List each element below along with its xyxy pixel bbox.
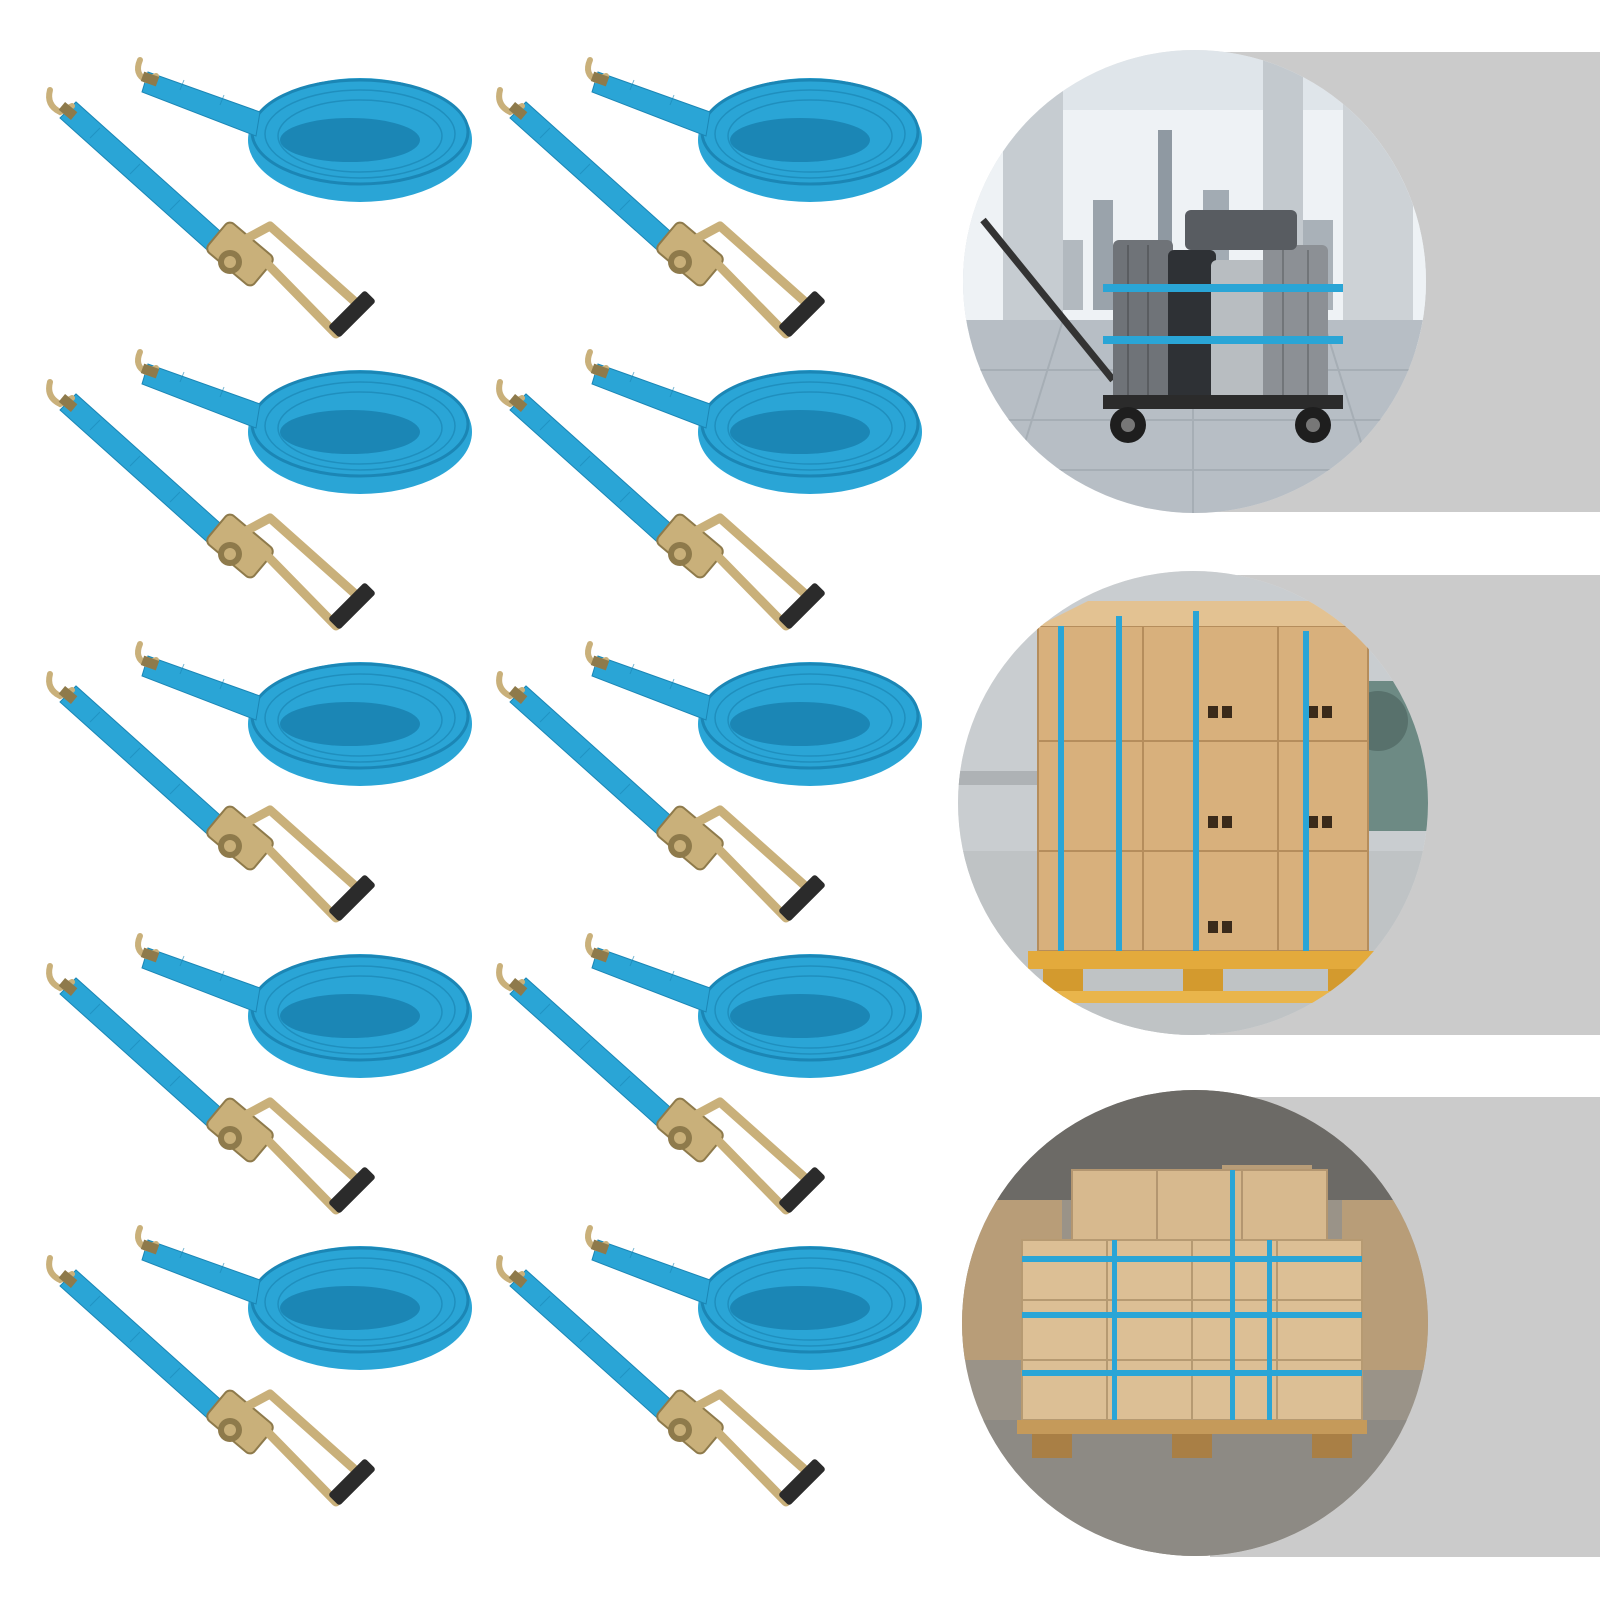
strap-set — [480, 50, 940, 350]
ratchet-strap-icon — [46, 57, 472, 339]
strap-set — [480, 342, 940, 642]
luggage-cart-scene — [963, 50, 1426, 513]
strap-set — [480, 926, 940, 1226]
ratchet-strap-icon — [46, 641, 472, 923]
ratchet-strap-icon — [496, 1225, 922, 1507]
strap-set — [30, 926, 490, 1226]
strap-set — [30, 342, 490, 642]
pallet-boxes-icon — [958, 571, 1428, 1035]
strap-set — [30, 1218, 490, 1518]
strap-set — [480, 1218, 940, 1518]
strap-set — [30, 634, 490, 934]
strap-set — [480, 634, 940, 934]
product-grid — [30, 50, 950, 1570]
ratchet-strap-icon — [496, 349, 922, 631]
ratchet-strap-icon — [46, 349, 472, 631]
ratchet-strap-icon — [46, 933, 472, 1215]
ratchet-strap-icon — [496, 933, 922, 1215]
pallet-boxes-scene — [958, 571, 1428, 1035]
warehouse-pallet-icon — [962, 1090, 1428, 1556]
warehouse-pallet-scene — [962, 1090, 1428, 1556]
ratchet-strap-icon — [496, 641, 922, 923]
strap-set — [30, 50, 490, 350]
luggage-cart-icon — [963, 50, 1426, 513]
ratchet-strap-icon — [496, 57, 922, 339]
ratchet-strap-icon — [46, 1225, 472, 1507]
